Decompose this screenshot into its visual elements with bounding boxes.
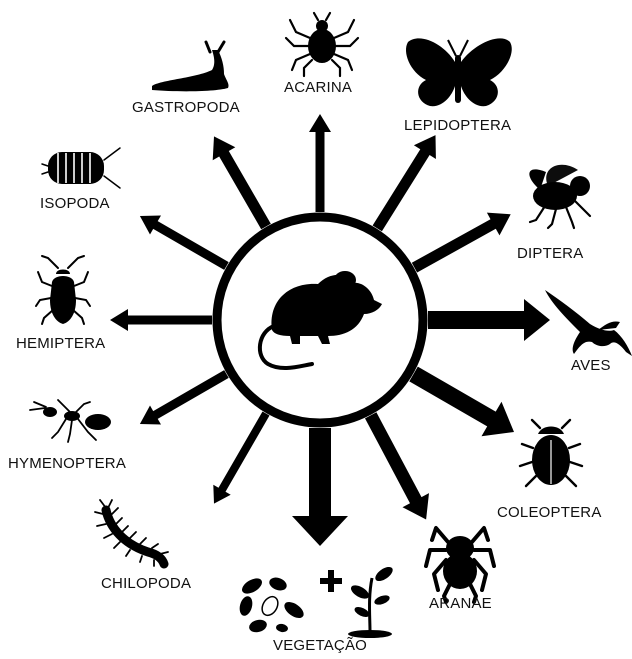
arrow-to-isopoda xyxy=(140,216,229,270)
node-label-hymenoptera: HYMENOPTERA xyxy=(8,456,126,471)
spider-icon xyxy=(426,528,494,602)
node-label-isopoda: ISOPODA xyxy=(40,196,110,211)
plus-icon xyxy=(320,570,342,592)
node-label-gastropoda: GASTROPODA xyxy=(132,100,240,115)
tick-icon xyxy=(286,13,358,76)
arrow-to-acarina xyxy=(309,114,331,212)
centipede-icon xyxy=(95,500,168,566)
node-label-vegetacao: VEGETAÇÃO xyxy=(273,638,367,653)
stinkbug-icon xyxy=(36,256,90,324)
node-label-lepidoptera: LEPIDOPTERA xyxy=(404,118,511,133)
ant-icon xyxy=(30,400,111,442)
seeds-icon xyxy=(238,575,307,634)
arrow-to-coleoptera xyxy=(409,367,514,437)
node-label-chilopoda: CHILOPODA xyxy=(101,576,191,591)
beetle-icon xyxy=(520,420,582,486)
arrow-to-vegetacao xyxy=(292,428,348,546)
node-label-diptera: DIPTERA xyxy=(517,246,583,261)
arrow-to-aranae xyxy=(365,412,429,519)
arrow-to-hymenoptera xyxy=(140,370,229,424)
fly-icon xyxy=(529,165,590,228)
node-label-hemiptera: HEMIPTERA xyxy=(16,336,105,351)
bird-icon xyxy=(545,290,632,356)
arrow-to-diptera xyxy=(412,213,511,273)
seeds-plus-plant-icon xyxy=(238,564,395,638)
arrow-to-chilopoda xyxy=(213,412,269,504)
butterfly-icon xyxy=(406,38,512,106)
node-label-acarina: ACARINA xyxy=(284,80,352,95)
node-label-aranae: ARANAE xyxy=(429,596,492,611)
node-label-aves: AVES xyxy=(571,358,611,373)
woodlouse-icon xyxy=(42,148,120,188)
arrow-to-aves xyxy=(428,299,550,341)
arrow-to-lepidoptera xyxy=(373,135,436,231)
node-label-coleoptera: COLEOPTERA xyxy=(497,505,602,520)
arrow-to-hemiptera xyxy=(110,309,212,331)
arrow-to-gastropoda xyxy=(213,136,271,229)
slug-icon xyxy=(152,42,229,91)
plant-icon xyxy=(348,564,395,638)
